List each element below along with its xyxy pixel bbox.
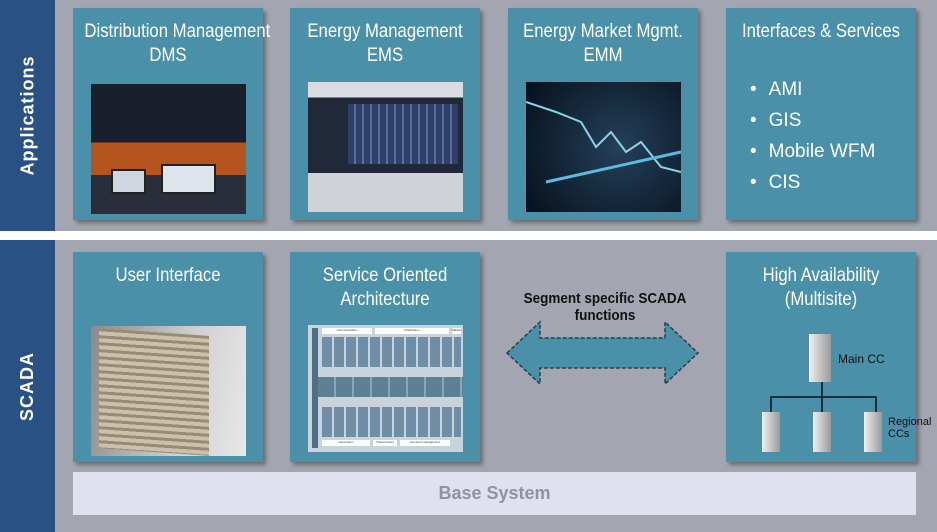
regional-server-icon bbox=[864, 412, 882, 452]
segment-functions-label: Segment specific SCADA functions bbox=[523, 290, 687, 324]
interface-item: CIS bbox=[750, 167, 916, 198]
ha-sub: (Multisite) bbox=[784, 289, 858, 310]
ems-box: Energy Management EMS bbox=[290, 8, 480, 220]
scada-label: SCADA bbox=[0, 240, 55, 532]
ems-control-room-image bbox=[308, 82, 463, 212]
regional-server-icon bbox=[762, 412, 780, 452]
main-cc-label: Main CC bbox=[838, 352, 885, 366]
soa-label: Generation bbox=[322, 440, 370, 446]
soa-label: Demand management bbox=[400, 440, 450, 446]
emm-sub: EMM bbox=[583, 45, 623, 66]
interfaces-box: Interfaces & Services AMI GIS Mobile WFM… bbox=[726, 8, 916, 220]
dms-box: Distribution Management DMS bbox=[73, 8, 271, 220]
soa-label: Distribution bbox=[375, 328, 449, 334]
regional-text: Regional bbox=[888, 416, 932, 428]
main-server-icon bbox=[809, 334, 831, 382]
user-interface-title: User Interface bbox=[115, 265, 221, 286]
user-interface-screen-image bbox=[91, 326, 246, 456]
dms-title: Distribution Management bbox=[84, 21, 271, 42]
soa-label: Market bbox=[452, 328, 462, 334]
interfaces-title: Interfaces & Services bbox=[742, 21, 900, 42]
soa-box: Service Oriented Architecture Communicat… bbox=[290, 252, 480, 462]
interfaces-list: AMI GIS Mobile WFM CIS bbox=[750, 74, 916, 198]
regional-server-icon bbox=[813, 412, 831, 452]
ems-sub: EMS bbox=[366, 45, 404, 66]
ccs-text: CCs bbox=[888, 428, 910, 440]
dms-control-room-image bbox=[91, 84, 246, 214]
dms-sub: DMS bbox=[149, 45, 187, 66]
interface-item: GIS bbox=[750, 105, 916, 136]
high-availability-box: High Availability (Multisite) Main CC Re… bbox=[726, 252, 931, 462]
applications-label: Applications bbox=[0, 0, 55, 231]
emm-title: Energy Market Mgmt. bbox=[523, 21, 683, 42]
soa-label: Communication bbox=[322, 328, 372, 334]
soa-architecture-diagram: Communication Distribution Market Genera… bbox=[308, 325, 463, 452]
soa-title: Service Oriented bbox=[322, 265, 448, 286]
base-system-label: Base System bbox=[438, 483, 551, 503]
base-system-bar: Base System bbox=[73, 472, 916, 515]
emm-box: Energy Market Mgmt. EMM bbox=[508, 8, 698, 220]
user-interface-box: User Interface bbox=[73, 252, 263, 462]
interface-item: Mobile WFM bbox=[750, 136, 916, 167]
ems-title: Energy Management bbox=[307, 21, 463, 42]
interface-item: AMI bbox=[750, 74, 916, 105]
scada-text: SCADA bbox=[17, 351, 38, 421]
soa-label: Transmission bbox=[373, 440, 397, 446]
applications-text: Applications bbox=[17, 55, 38, 176]
soa-sub: Architecture bbox=[340, 289, 430, 310]
ha-title: High Availability bbox=[762, 265, 880, 286]
multisite-servers-diagram bbox=[762, 334, 882, 452]
double-arrow-icon bbox=[505, 320, 700, 386]
emm-market-chart-image bbox=[526, 82, 681, 212]
